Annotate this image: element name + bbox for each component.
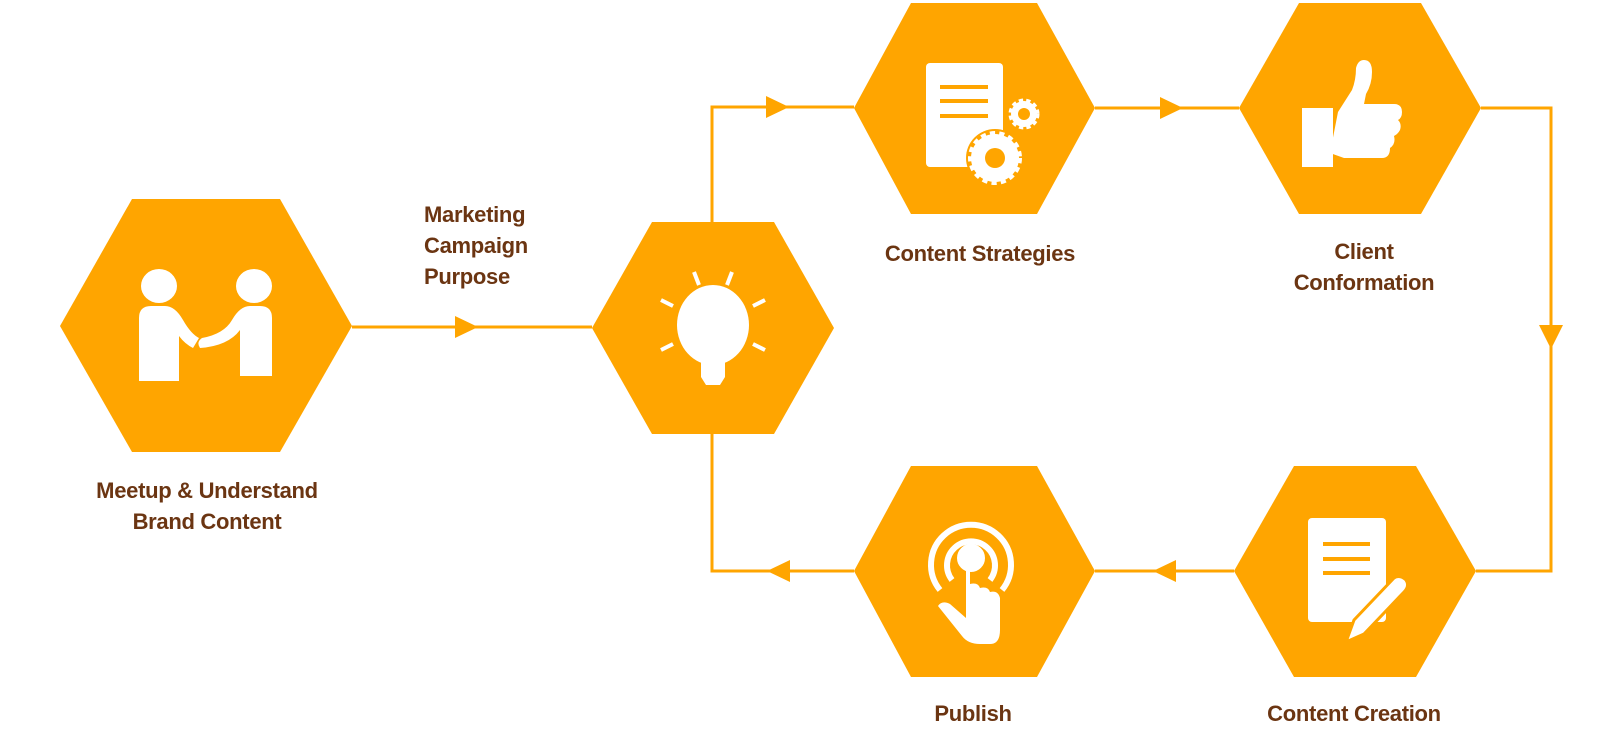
handshake-icon [139, 269, 272, 381]
document-gears-icon [926, 63, 1040, 187]
arrows [455, 96, 1563, 582]
arrow-right-icon [766, 96, 789, 118]
arrow-right-icon [1160, 97, 1183, 119]
connector-publish-idea [710, 434, 854, 573]
step-label-line: Publish [934, 701, 1012, 726]
step-label-line: Content Creation [1267, 701, 1441, 726]
step-label-client: Client Conformation [1294, 236, 1435, 298]
lightbulb-icon [660, 271, 766, 385]
step-label-line: Brand Content [132, 509, 282, 534]
connector-idea-strategies [710, 105, 854, 222]
hex-meetup [60, 199, 352, 452]
step-label-line: Conformation [1293, 270, 1435, 295]
step-label-strategies: Content Strategies [885, 238, 1075, 269]
arrow-left-icon [767, 560, 790, 582]
connector-client-creation [1476, 106, 1553, 573]
step-label-line: Content Strategies [884, 241, 1076, 266]
thumbs-up-icon [1302, 60, 1402, 167]
step-label-line: Client [1334, 239, 1394, 264]
touch-tap-icon [928, 521, 1014, 644]
edge-label-line: Purpose [424, 264, 510, 289]
document-pencil-icon [1308, 518, 1410, 645]
edge-label-line: Marketing [424, 202, 526, 227]
step-label-meetup: Meetup & Understand Brand Content [96, 475, 318, 537]
step-label-publish: Publish [934, 698, 1012, 729]
arrow-down-icon [1539, 325, 1563, 349]
edge-label-marketing-campaign-purpose: Marketing Campaign Purpose [424, 199, 528, 292]
edge-label-line: Campaign [424, 233, 528, 258]
step-label-creation: Content Creation [1267, 698, 1441, 729]
arrow-right-icon [455, 316, 478, 338]
step-label-line: Meetup & Understand [96, 478, 318, 503]
arrow-left-icon [1153, 560, 1176, 582]
